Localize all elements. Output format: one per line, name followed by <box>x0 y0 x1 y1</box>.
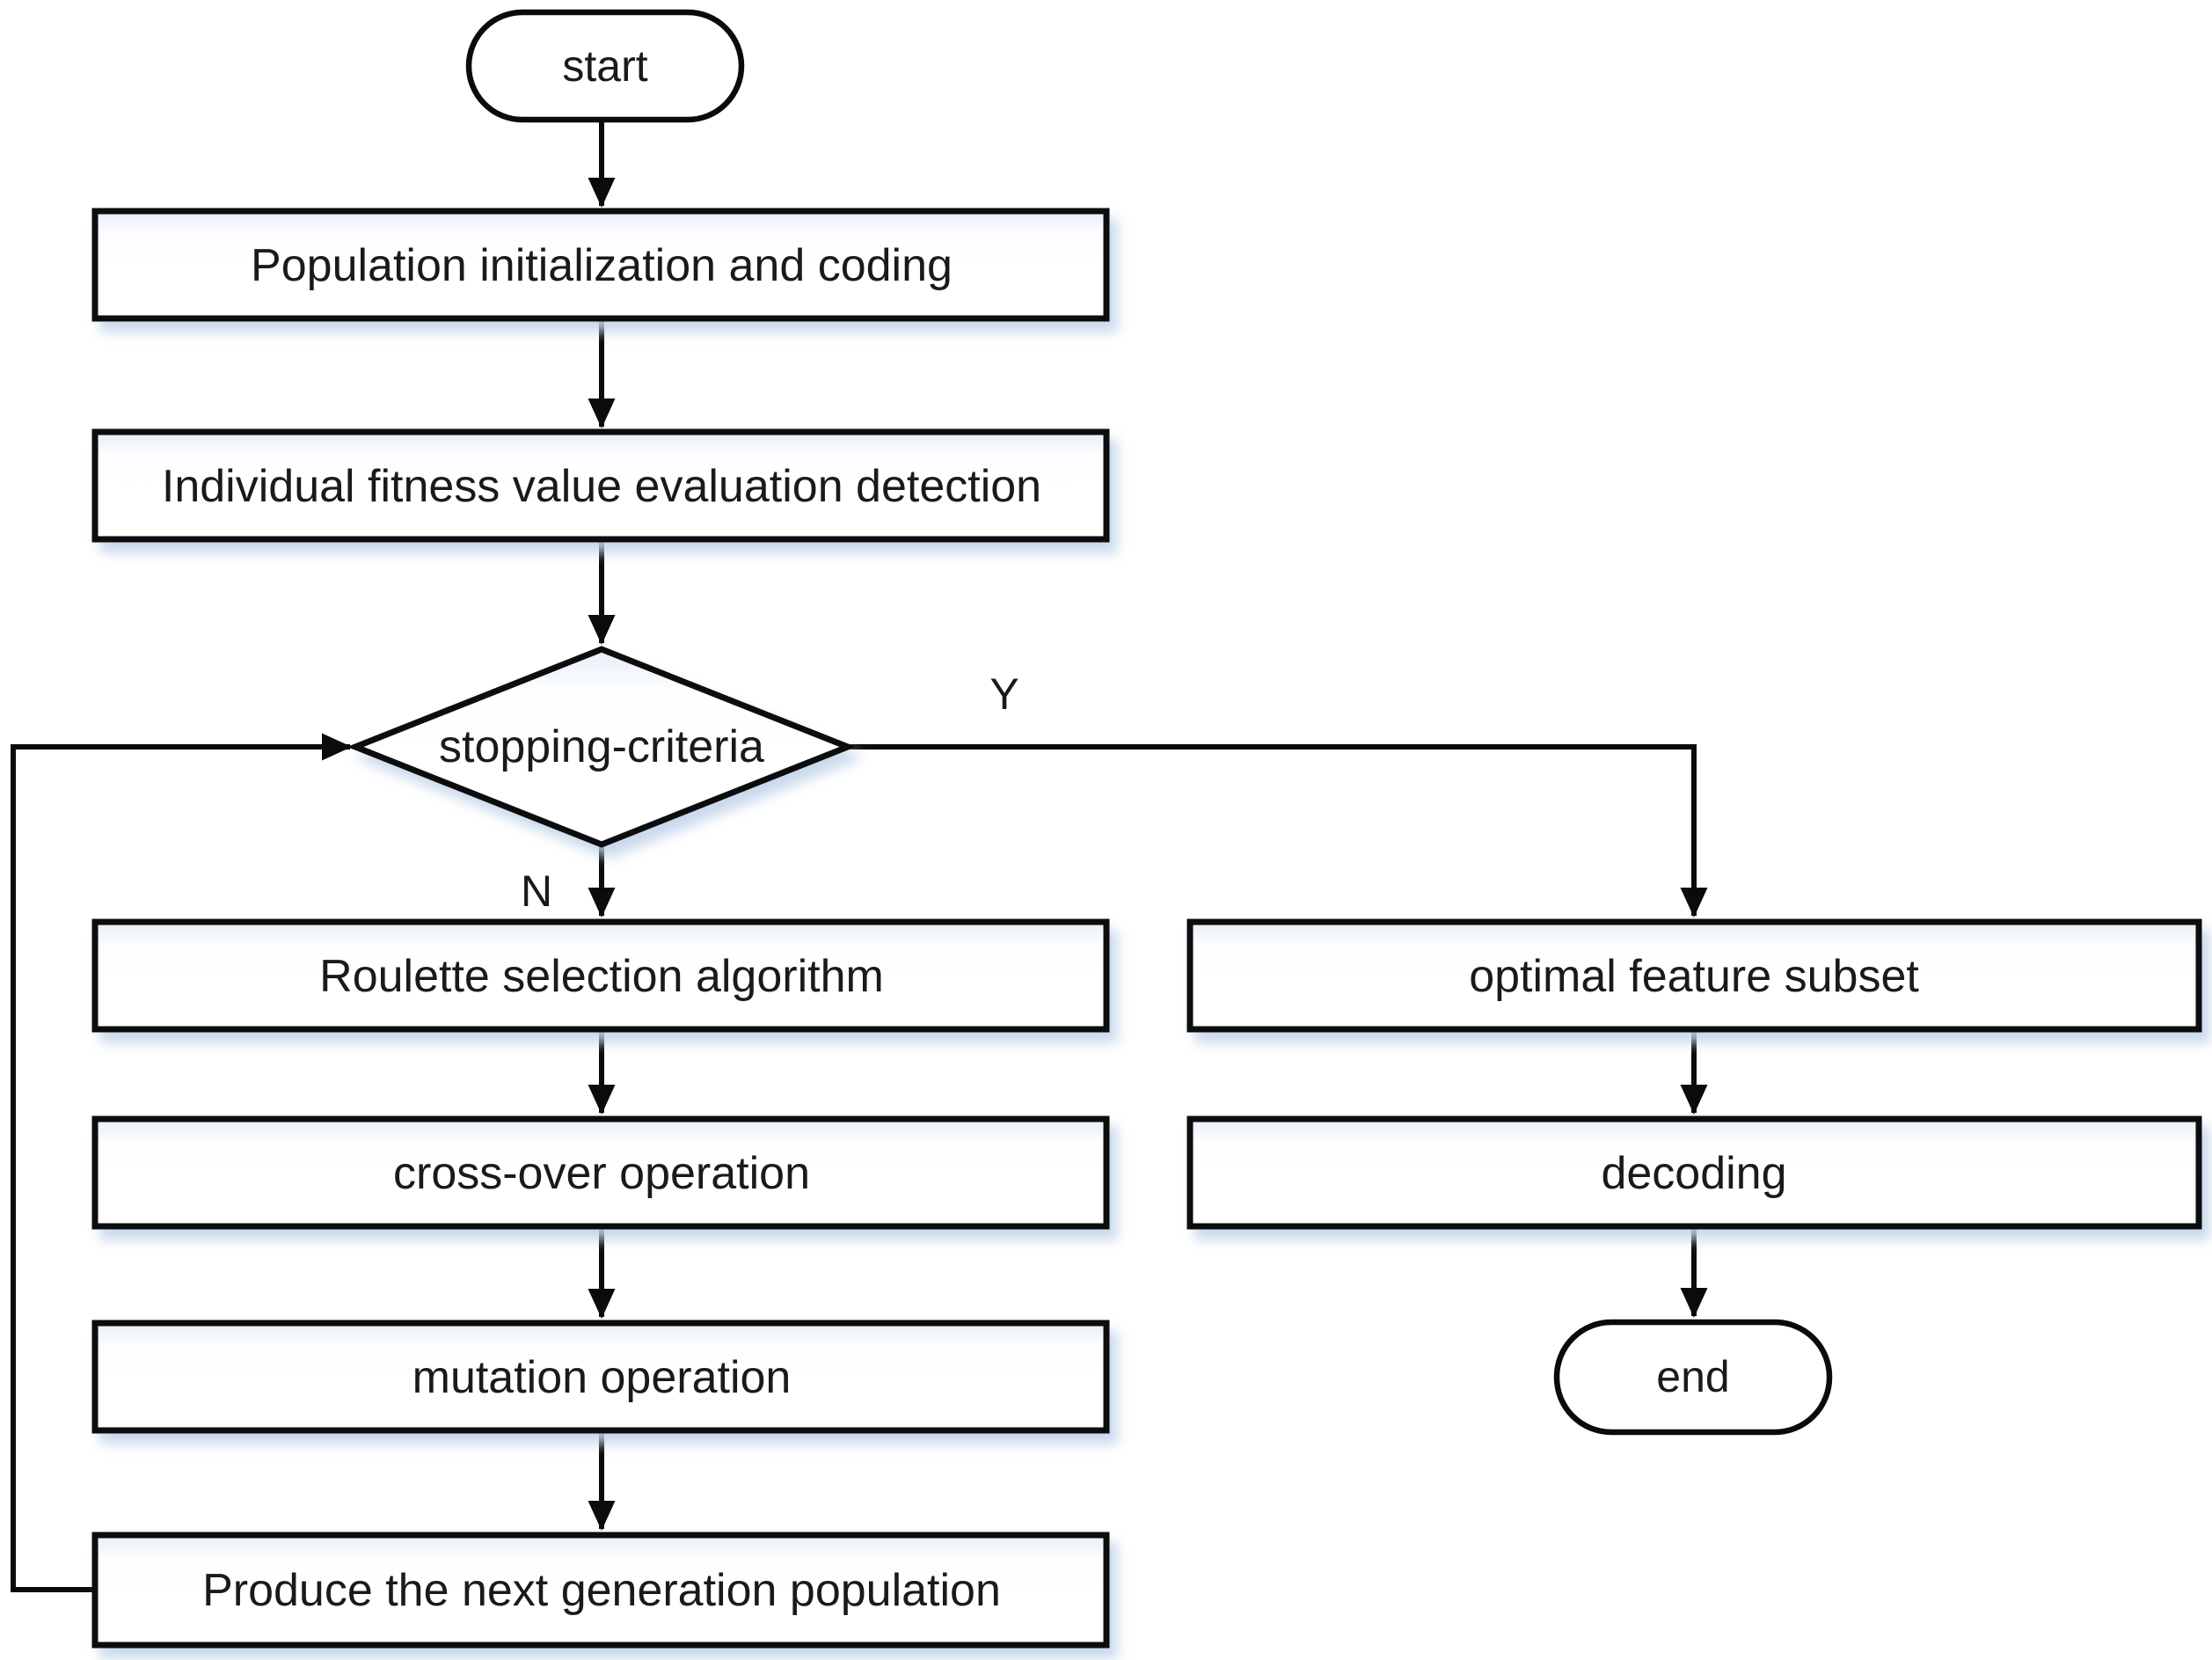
edge-produce-loopback-to-decision <box>11 733 352 1592</box>
start-terminator <box>465 9 745 123</box>
stopping-criteria-diamond <box>347 646 857 848</box>
optimal-feature-subset-box <box>1186 918 2202 1033</box>
fitness-evaluation-label: Individual fitness value evaluation dete… <box>162 461 1041 512</box>
start-label: start <box>562 41 647 91</box>
end-terminator <box>1553 1319 1833 1436</box>
edge-decision-yes-to-optimal <box>848 744 1708 918</box>
roulette-selection-box <box>91 918 1110 1033</box>
population-initialization-label: Population initialization and coding <box>251 240 953 291</box>
optimal-feature-subset-label: optimal feature subset <box>1469 951 1919 1002</box>
mutation-operation-label: mutation operation <box>412 1352 792 1403</box>
branch-label-no: N <box>521 867 552 916</box>
connector-group <box>11 120 1708 1592</box>
crossover-operation-label: cross-over operation <box>393 1148 810 1199</box>
decoding-label: decoding <box>1601 1148 1786 1199</box>
decoding-box <box>1186 1115 2202 1230</box>
stopping-criteria-label: stopping-criteria <box>439 721 764 772</box>
crossover-operation-box <box>91 1115 1110 1230</box>
branch-label-yes: Y <box>989 669 1018 719</box>
produce-next-generation-box <box>91 1532 1110 1649</box>
produce-next-generation-label: Produce the next generation population <box>202 1565 1001 1616</box>
fitness-evaluation-box <box>91 428 1110 543</box>
roulette-selection-label: Roulette selection algorithm <box>319 951 884 1002</box>
mutation-operation-box <box>91 1320 1110 1434</box>
population-initialization-box <box>91 208 1110 322</box>
end-label: end <box>1656 1352 1729 1401</box>
